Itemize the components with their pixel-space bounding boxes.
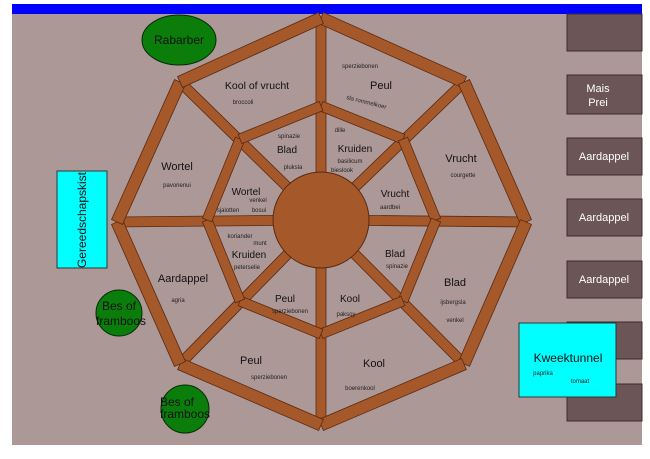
outer-bed-labels: Kool of vrucht broccoli Peul sperziebone… [158, 64, 477, 392]
outer-bed-plant: venkel [446, 318, 463, 324]
inner-bed-plant: dille [335, 128, 346, 134]
side-bed [566, 74, 643, 115]
side-beds: Mais Prei Aardappel Aardappel Aardappel [566, 13, 643, 422]
center-circle [272, 171, 370, 269]
outer-bed-name: Blad [444, 277, 466, 289]
side-bed [566, 198, 643, 237]
inner-bed-labels: spinazie Blad pluksla dille Kruiden basi… [217, 128, 410, 318]
inner-bed-plant: venkel [249, 198, 266, 204]
inner-bed-plant: paksoy [336, 312, 355, 318]
outer-ring-beam [176, 12, 325, 88]
side-bed [566, 13, 643, 52]
outer-bed-name: Peul [240, 355, 262, 367]
inner-bed-plant: bieslook [331, 168, 354, 174]
side-bed-label: Prei [588, 97, 608, 109]
bush-label: framboos [96, 314, 146, 328]
inner-bed-plant: spinazie [386, 264, 409, 270]
top-bar [12, 4, 642, 14]
side-bed [566, 260, 643, 299]
inner-bed-plant: basilicum [337, 159, 362, 165]
bush-label: Rabarber [154, 33, 204, 47]
inner-ring-beam [237, 100, 324, 145]
side-bed-label: Mais [586, 83, 610, 95]
inner-bed-plant: peterselie [234, 265, 261, 271]
bush-label: Bes of [102, 299, 137, 313]
toolbox: Gereedschapskist [56, 170, 108, 269]
inner-bed-name: Blad [277, 145, 297, 156]
outer-bed-name: Kool of vrucht [225, 80, 289, 92]
outer-bed-name: Wortel [161, 161, 193, 173]
bes-framboos-bush-2: Bes of framboos [160, 384, 210, 434]
inner-bed-plant: bosui [252, 208, 266, 214]
outer-bed-name: Aardappel [158, 273, 208, 285]
outer-bed-plant: boerenkool [345, 386, 375, 392]
toolbox-label: Gereedschapskist [75, 171, 89, 268]
inner-bed-plant: munt [253, 241, 267, 247]
outer-bed-name: Peul [370, 80, 392, 92]
inner-bed-name: Kruiden [232, 250, 266, 261]
bush-label: Bes of [160, 395, 195, 409]
outer-bed-plant: pavonenui [163, 183, 191, 189]
outer-bed-plant: courgette [450, 173, 476, 179]
outer-bed-plant: sperziebonen [342, 64, 378, 70]
bes-framboos-bush-1: Bes of framboos [95, 289, 146, 337]
outer-bed-plant: broccoli [233, 100, 254, 106]
inner-bed-name: Blad [385, 249, 405, 260]
inner-bed-name: Peul [275, 294, 295, 305]
inner-bed-name: Kruiden [338, 144, 372, 155]
side-bed-label: Aardappel [579, 151, 629, 163]
side-bed [566, 137, 643, 176]
side-bed-label: Aardappel [579, 274, 629, 286]
greenhouse-plant: paprika [533, 371, 553, 377]
outer-bed-plant: sperziebonen [251, 375, 287, 381]
greenhouse: Kweektunnel paprika tomaat [518, 322, 617, 398]
greenhouse-plant: tomaat [571, 379, 590, 385]
outer-bed-name: Kool [363, 358, 385, 370]
outer-bed-plant: ijsbergsla [440, 300, 466, 306]
outer-bed-plant: agria [171, 298, 185, 304]
inner-bed-name: Kool [340, 294, 360, 305]
inner-bed-plant: sjalotten [217, 208, 239, 214]
inner-bed-plant: aardbei [380, 205, 400, 211]
rabarber-bush: Rabarber [141, 14, 217, 66]
inner-bed-plant: pluksla [284, 165, 303, 171]
greenhouse-label: Kweektunnel [534, 351, 603, 365]
side-bed-label: Aardappel [579, 212, 629, 224]
bush-label: framboos [160, 407, 210, 421]
outer-bed-name: Vrucht [445, 153, 476, 165]
inner-bed-plant: sperziebonen [272, 309, 308, 315]
inner-bed-name: Wortel [232, 187, 261, 198]
inner-bed-plant: spinazie [278, 134, 301, 140]
inner-bed-name: Vrucht [381, 189, 410, 200]
inner-bed-plant: koriander [227, 234, 252, 240]
